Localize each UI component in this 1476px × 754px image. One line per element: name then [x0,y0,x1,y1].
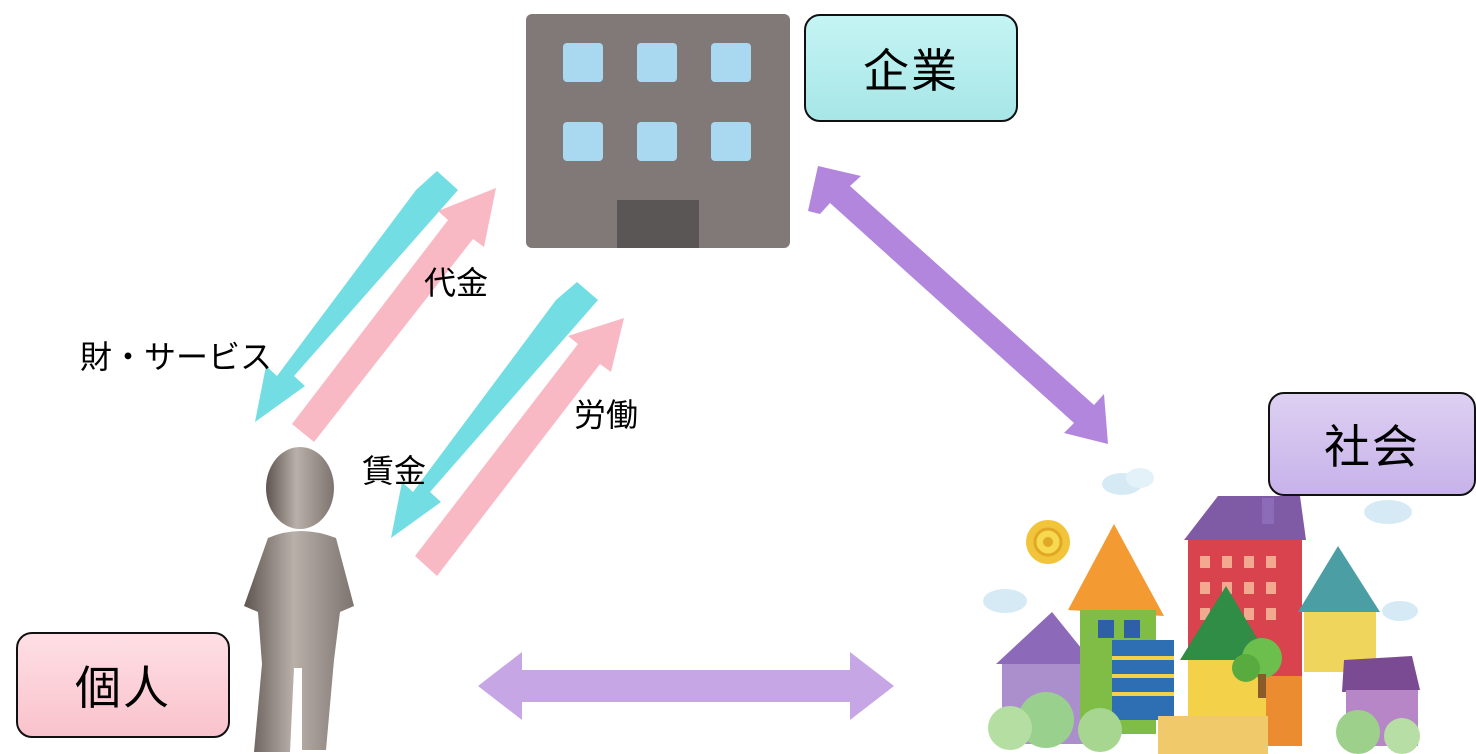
society-label: 社会 [1324,420,1420,474]
wages-arrow [391,282,598,538]
payment-label: 代金 [424,264,489,302]
goods-services-arrow [255,171,458,422]
labor-label: 労働 [574,396,639,434]
company-society-arrow [808,166,1108,444]
person-icon [244,447,354,752]
individual-box: 個人 [16,632,230,738]
wages-label: 賃金 [362,452,427,490]
individual-society-arrow [478,652,894,720]
goods-services-label: 財・サービス [80,338,273,376]
payment-arrow [292,188,496,442]
sun-icon [1026,520,1070,564]
individual-label: 個人 [75,661,171,715]
town-illustration [983,468,1420,754]
society-box: 社会 [1268,392,1476,496]
company-box: 企業 [804,14,1018,122]
labor-arrow [415,318,624,576]
building-icon [526,14,790,248]
company-label: 企業 [863,44,959,98]
